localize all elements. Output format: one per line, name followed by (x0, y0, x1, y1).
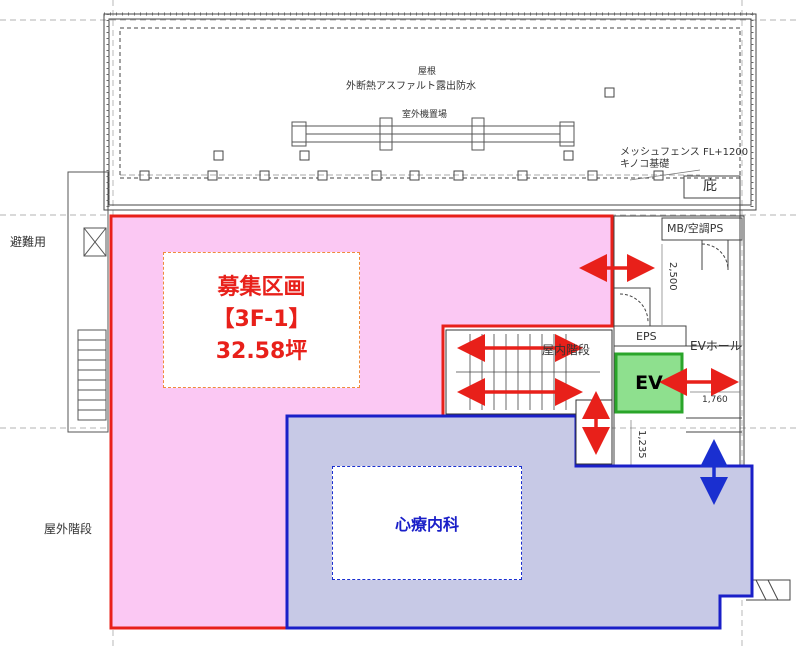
recruit-title: 募集区画 (217, 275, 306, 301)
stair-landing (575, 399, 613, 465)
equipment-area-label: 室外機置場 (402, 110, 448, 120)
eps-label: EPS (636, 330, 657, 343)
tenant-name: 心療内科 (394, 515, 459, 534)
outer-stairs-label: 屋外階段 (44, 522, 93, 536)
roof-title: 屋根 (418, 67, 437, 77)
equipment-frame (291, 117, 575, 151)
roof-ticks (104, 12, 756, 210)
core-walls (613, 175, 791, 601)
ev-label: EV (635, 372, 663, 394)
recruit-callout: 募集区画 【3F-1】 32.58坪 (163, 252, 360, 388)
roof-outline (103, 13, 757, 211)
eaves-label: 庇 (703, 178, 717, 194)
recruit-unit: 【3F-1】 (212, 307, 311, 333)
ev-hall-label: EVホール (690, 339, 742, 353)
dimension-lines (629, 169, 740, 466)
tenant-callout: 心療内科 (332, 466, 522, 580)
dimension-2500: 2,500 (667, 262, 678, 291)
fence-foundation-note: キノコ基礎 (620, 159, 670, 170)
refuge-label: 避難用 (10, 235, 47, 249)
outer-stair-structure (67, 171, 109, 433)
access-arrows-red (457, 254, 739, 455)
dimension-1760: 1,760 (702, 395, 728, 405)
fence-note: メッシュフェンス FL+1200 (620, 147, 749, 158)
roof-waterproof-note: 外断熱アスファルト露出防水 (346, 81, 476, 92)
mb-ps-label: MB/空調PS (667, 222, 724, 235)
recruit-area-size: 32.58坪 (215, 338, 308, 364)
dimension-1235: 1,235 (636, 430, 647, 459)
inner-stairs-label: 屋内階段 (542, 343, 591, 357)
